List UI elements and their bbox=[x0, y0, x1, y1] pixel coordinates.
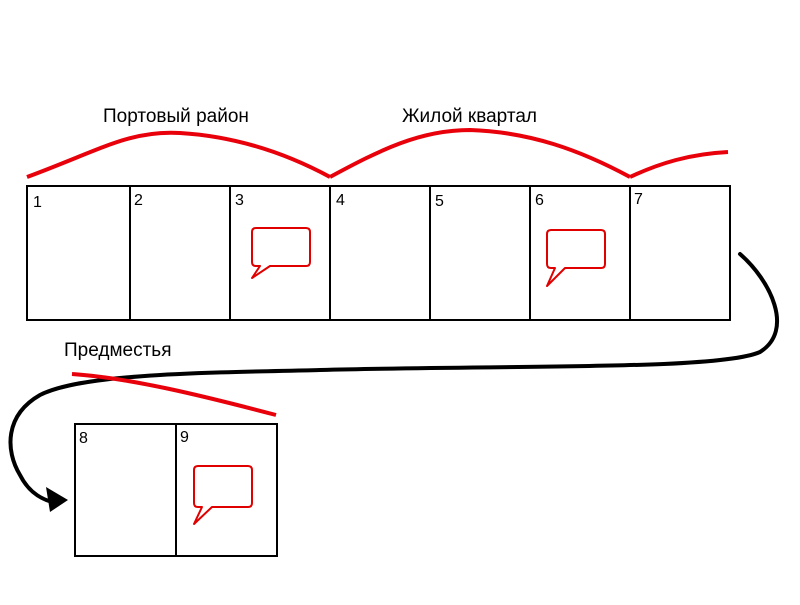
panel-row-bottom: 8 9 bbox=[74, 423, 278, 557]
panel-number-2: 2 bbox=[134, 192, 143, 209]
flow-arrow bbox=[8, 252, 780, 504]
flow-arrowhead bbox=[46, 487, 68, 512]
region-label-suburbs: Предместья bbox=[64, 340, 172, 361]
panel-number-4: 4 bbox=[336, 192, 345, 209]
region-curve-port bbox=[26, 130, 331, 179]
panel-number-3: 3 bbox=[235, 192, 244, 209]
panel-row-top: 1 2 3 4 5 6 7 bbox=[26, 185, 731, 321]
panel-row-top-frame bbox=[26, 185, 731, 321]
region-label-residential: Жилой квартал bbox=[402, 106, 537, 127]
region-label-port: Портовый район bbox=[103, 106, 249, 127]
panel-number-7: 7 bbox=[634, 191, 643, 208]
region-curve-suburbs bbox=[71, 372, 277, 417]
speech-bubble-icon bbox=[546, 229, 606, 287]
panel-number-1: 1 bbox=[33, 194, 42, 211]
region-curve-next bbox=[629, 150, 729, 179]
region-curve-residential bbox=[329, 127, 631, 179]
panel-number-9: 9 bbox=[180, 429, 189, 446]
panel-number-8: 8 bbox=[79, 430, 88, 447]
speech-bubble-icon bbox=[251, 227, 311, 279]
speech-bubble-icon bbox=[193, 465, 253, 525]
panel-number-5: 5 bbox=[435, 193, 444, 210]
panel-number-6: 6 bbox=[535, 192, 544, 209]
